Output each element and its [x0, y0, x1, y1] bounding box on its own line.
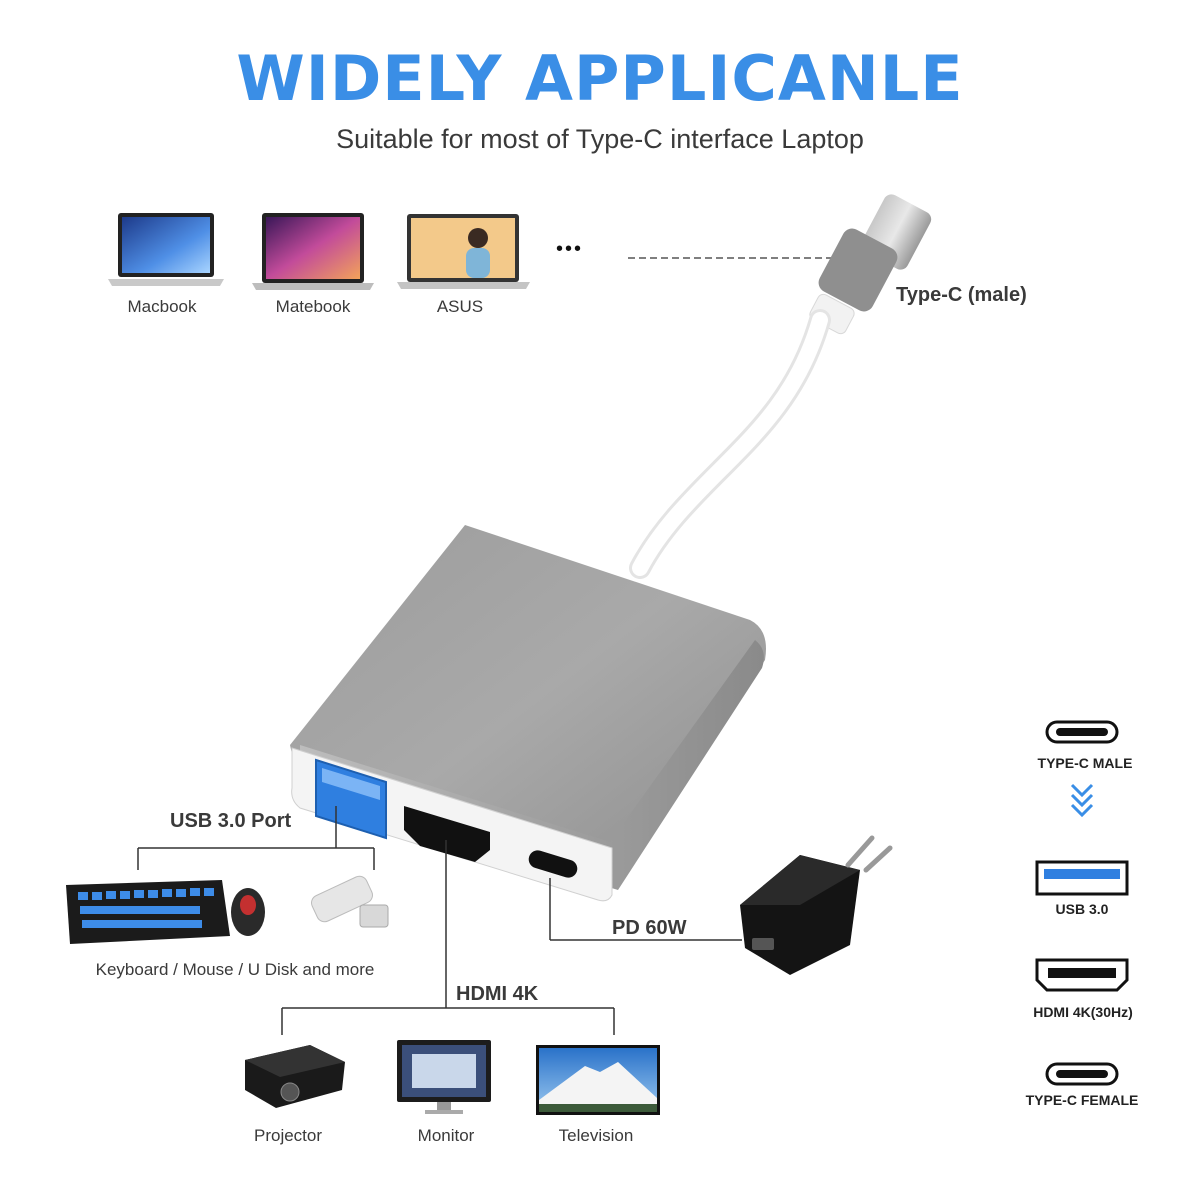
laptop-label-macbook: Macbook [127, 297, 197, 316]
device-label-monitor: Monitor [417, 1126, 475, 1145]
macbook-icon [108, 213, 224, 286]
projector-icon [245, 1045, 345, 1108]
device-label-television: Television [558, 1126, 634, 1145]
hdmi-port-label: HDMI 4K [456, 983, 539, 1005]
laptop-label-asus: ASUS [436, 297, 484, 316]
type-c-male-label: Type-C (male) [896, 284, 1027, 306]
usb-devices-caption: Keyboard / Mouse / U Disk and more [95, 960, 375, 979]
laptop-label-matebook: Matebook [275, 297, 351, 316]
usb-port-label: USB 3.0 Port [170, 810, 292, 832]
matebook-icon [252, 213, 374, 290]
adapter-body [290, 525, 766, 902]
page-subtitle: Suitable for most of Type-C interface La… [336, 124, 864, 154]
legend-label-type-c-female: TYPE-C FEMALE [1025, 1092, 1139, 1108]
asus-laptop-icon [397, 214, 530, 289]
page-title: WIDELY APPLICANLE [236, 42, 964, 115]
hdmi-port-icon [1035, 958, 1129, 992]
device-label-projector: Projector [253, 1126, 323, 1145]
monitor-icon [397, 1040, 491, 1114]
type-c-port-icon [1045, 1062, 1119, 1086]
charger-icon [740, 835, 893, 975]
usb-flash-drive-icon [311, 875, 389, 928]
television-icon [536, 1045, 660, 1115]
type-c-plug [809, 194, 932, 335]
keyboard-icon [66, 880, 230, 944]
legend-label-type-c-male: TYPE-C MALE [1037, 755, 1133, 771]
usb-port-icon [1035, 860, 1129, 896]
chevron-down-icon [1070, 783, 1094, 818]
more-ellipsis: ••• [556, 238, 584, 260]
mouse-icon [231, 888, 265, 936]
legend-label-hdmi: HDMI 4K(30Hz) [1033, 1004, 1133, 1020]
type-c-port-icon [1045, 720, 1119, 744]
legend-label-usb: USB 3.0 [1055, 901, 1109, 917]
pd-port-label: PD 60W [612, 917, 687, 939]
